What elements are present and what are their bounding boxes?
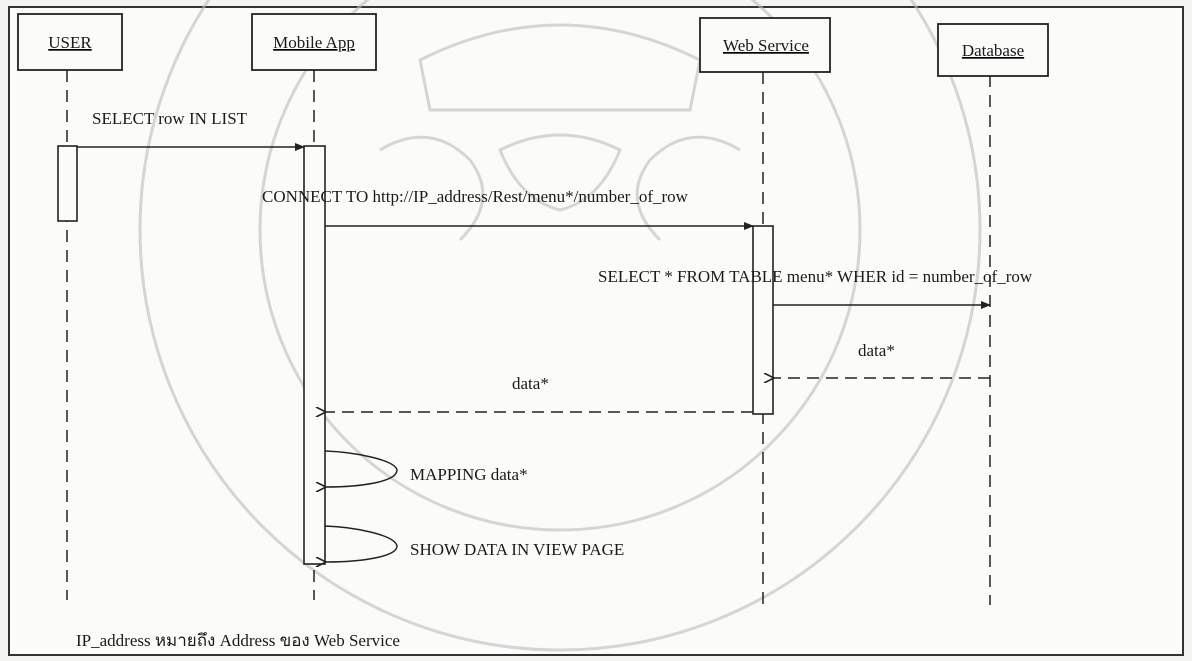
user-label: USER xyxy=(48,33,92,52)
user-box xyxy=(17,13,123,71)
web-service-label: Web Service xyxy=(723,36,809,55)
ws-return-label: data* xyxy=(512,374,549,393)
footnote: IP_address หมายถึง Address ของ Web Servi… xyxy=(76,631,400,650)
show-label: SHOW DATA IN VIEW PAGE xyxy=(410,540,624,559)
diagram-frame xyxy=(8,6,1184,656)
mapping-self-arrow xyxy=(325,450,398,487)
seal-watermark xyxy=(138,0,982,652)
show-self-arrow xyxy=(325,525,398,562)
connect-label: CONNECT TO http://IP_address/Rest/menu*/… xyxy=(262,187,689,206)
database-label: Database xyxy=(962,41,1024,60)
web-service-activation xyxy=(752,225,774,415)
mobile-app-activation xyxy=(303,145,326,565)
web-service-box xyxy=(699,17,831,73)
query-label: SELECT * FROM TABLE menu* WHER id = numb… xyxy=(598,267,1033,286)
database-box xyxy=(937,23,1049,77)
user-activation xyxy=(57,145,78,222)
mobile-app-box xyxy=(251,13,377,71)
mapping-label: MAPPING data* xyxy=(410,465,528,484)
mobile-app-label: Mobile App xyxy=(273,33,355,52)
db-return-label: data* xyxy=(858,341,895,360)
select-row-label: SELECT row IN LIST xyxy=(92,109,248,128)
